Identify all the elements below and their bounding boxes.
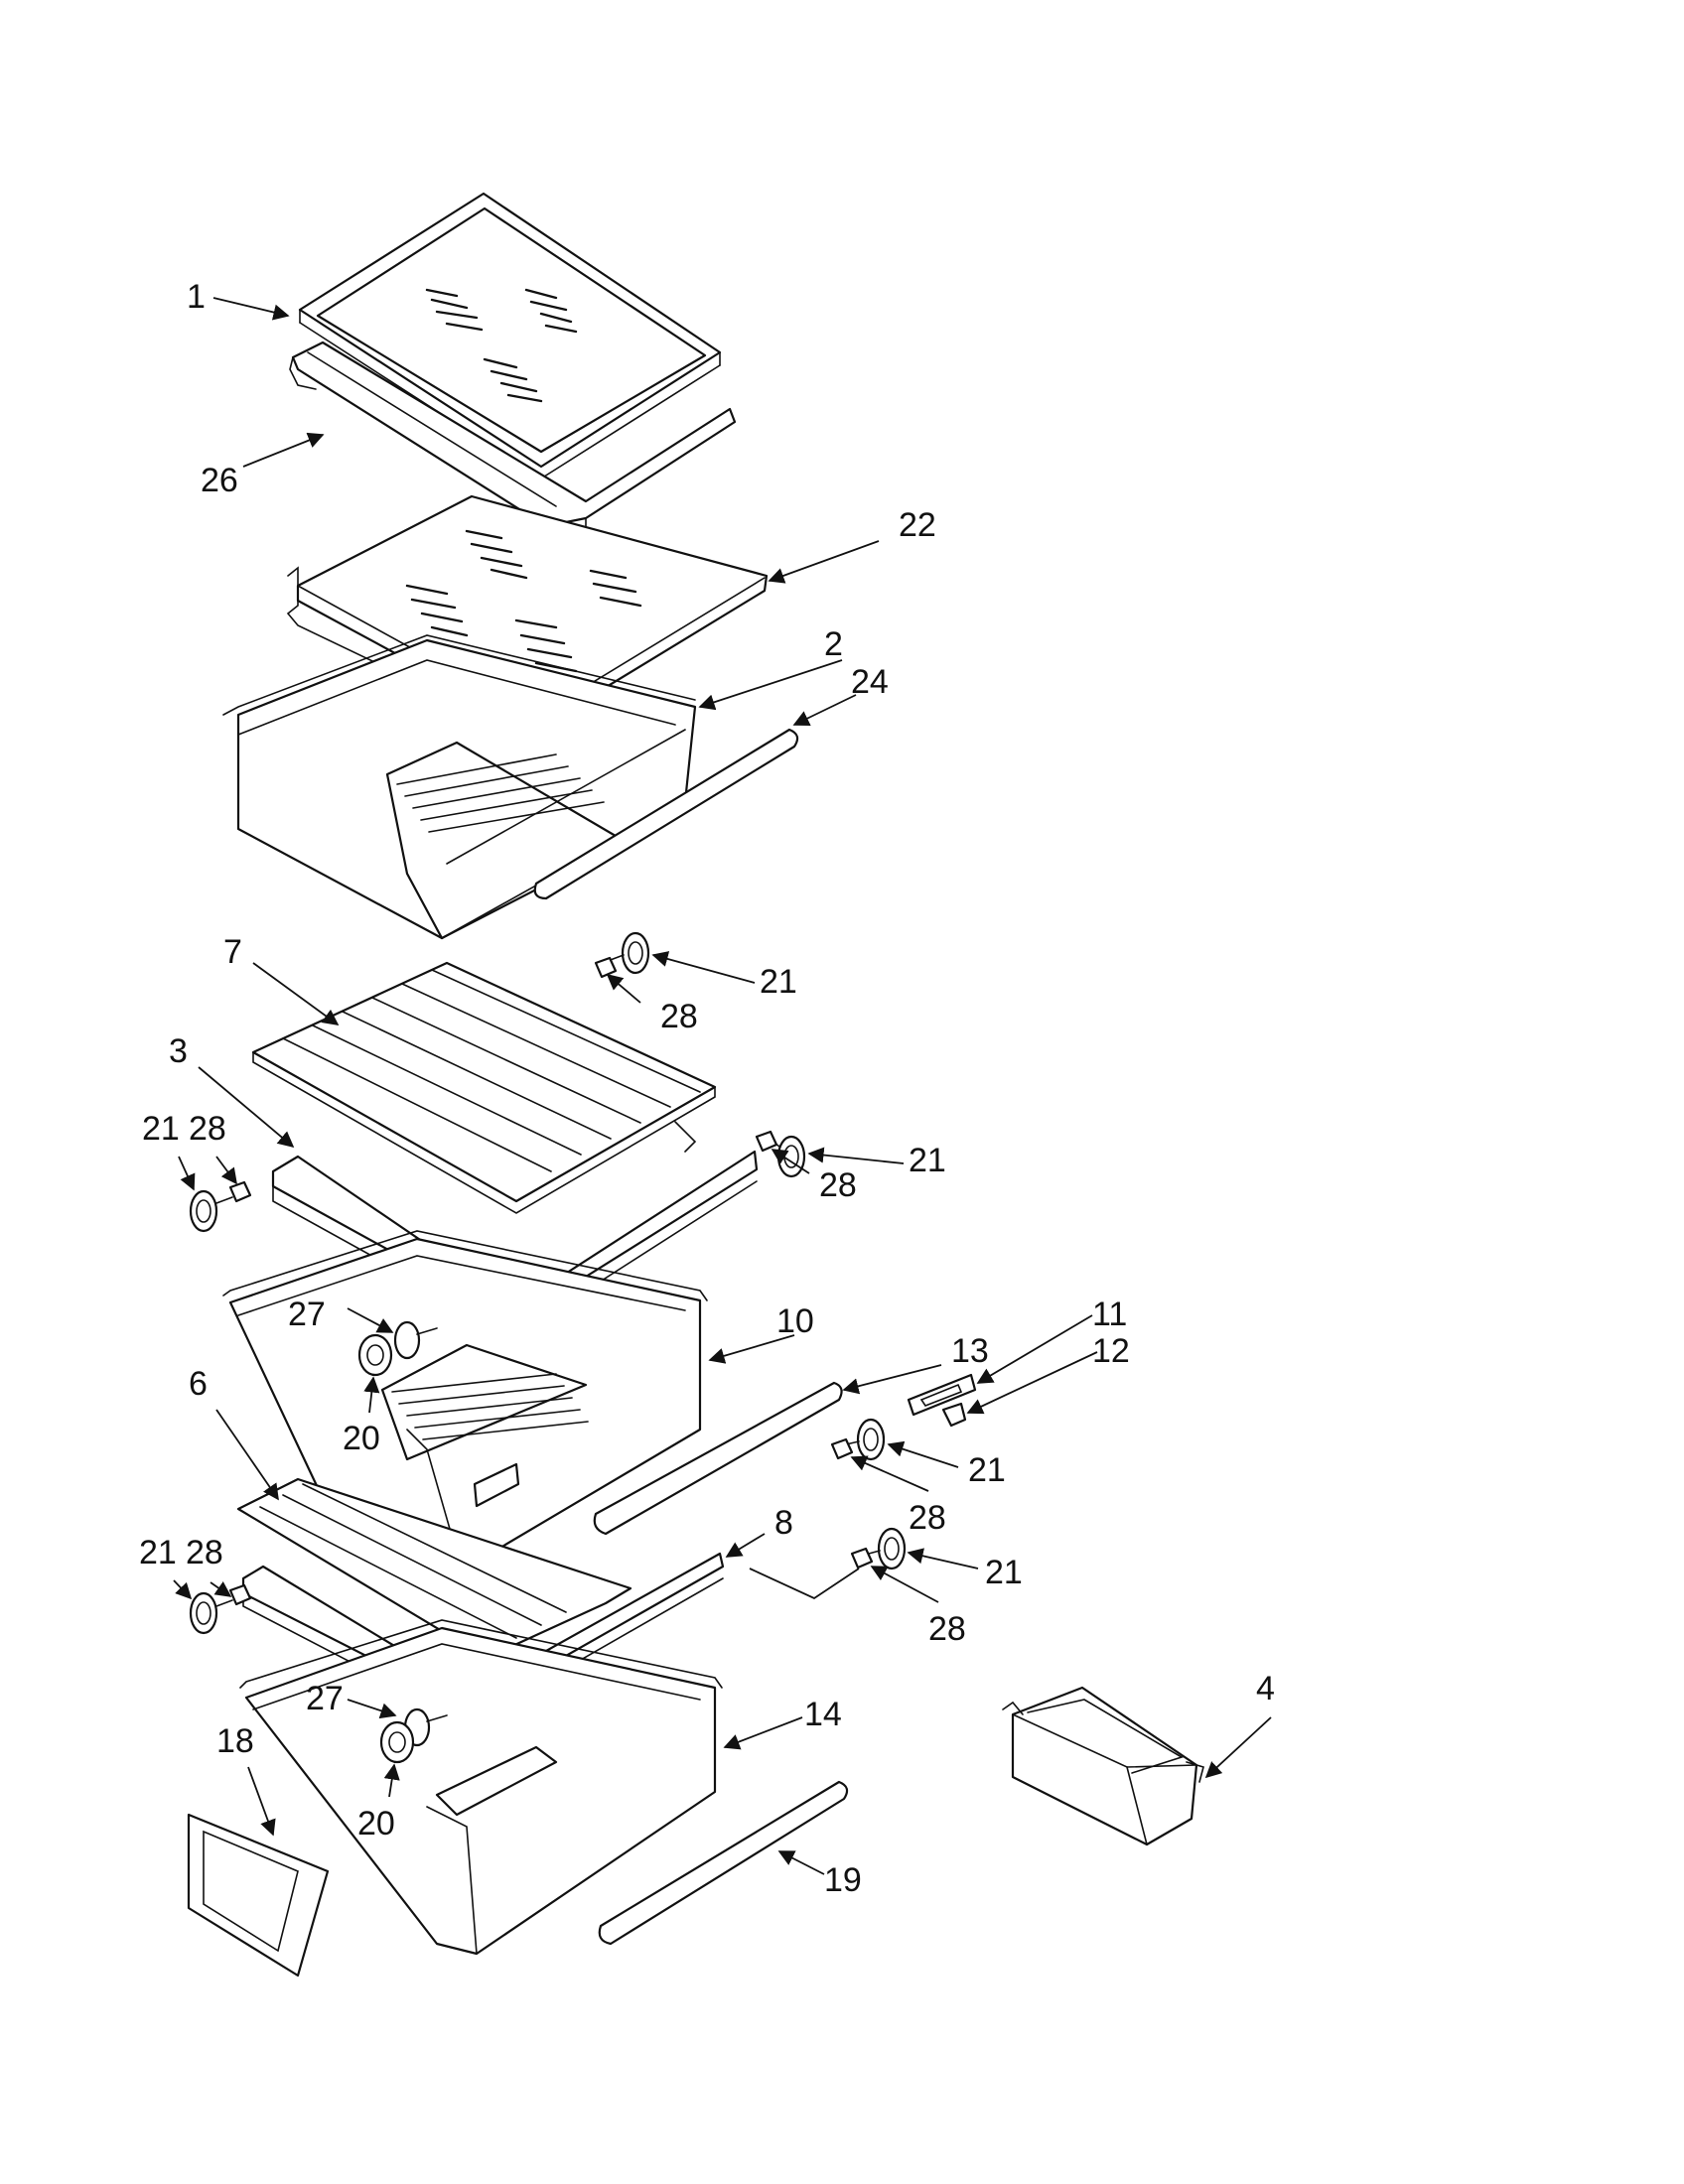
roller-21-right-lower [868, 1527, 907, 1570]
callout-13: 13 [951, 1332, 989, 1370]
callout-8: 8 [774, 1504, 793, 1542]
callout-21-left-upper: 21 [142, 1110, 180, 1148]
callout-1: 1 [187, 278, 206, 316]
part-12-clip [941, 1402, 967, 1428]
roller-21-left-lower [189, 1591, 233, 1635]
callout-18: 18 [216, 1722, 254, 1760]
callout-12: 12 [1092, 1332, 1130, 1370]
screw-28-right-upper [755, 1130, 778, 1153]
wheel-27-upper [393, 1320, 438, 1360]
callout-28-left-lower: 28 [186, 1534, 223, 1571]
screw-28-left-lower [228, 1583, 252, 1606]
callout-11: 11 [1092, 1296, 1127, 1333]
roller-21-right-mid [845, 1418, 886, 1461]
callout-4: 4 [1256, 1670, 1275, 1707]
part-19-rail [598, 1780, 849, 1946]
callout-14: 14 [804, 1696, 842, 1733]
callout-24: 24 [851, 663, 889, 701]
callout-10: 10 [776, 1302, 814, 1340]
roller-21-top [607, 931, 650, 975]
callout-26: 26 [201, 462, 238, 499]
part-2-crisper-drawer [222, 634, 697, 940]
callout-20-lower: 20 [357, 1805, 395, 1843]
part-14-crisper-drawer [239, 1619, 723, 1956]
callout-6: 6 [189, 1365, 208, 1403]
callout-28-right-mid: 28 [909, 1499, 946, 1537]
part-13-rail [593, 1381, 843, 1536]
part-1-glass-shelf [298, 192, 722, 479]
callout-28-top: 28 [660, 998, 698, 1035]
callout-3: 3 [169, 1032, 188, 1070]
part-4-bin [1002, 1686, 1204, 1846]
callout-28-right-lower: 28 [928, 1610, 966, 1648]
screw-28-left-upper [228, 1180, 252, 1203]
callout-7: 7 [223, 933, 242, 971]
callout-labels: 1 26 22 2 24 7 28 21 3 21 28 21 28 27 10… [139, 278, 1275, 1899]
callout-21-left-lower: 21 [139, 1534, 177, 1571]
callout-2: 2 [824, 625, 843, 663]
part-26-shelf-frame [289, 341, 737, 529]
wheel-20-lower [379, 1720, 415, 1764]
wheel-20-upper [357, 1333, 393, 1377]
callout-21-right-lower: 21 [985, 1554, 1023, 1591]
callout-28-right-upper: 28 [819, 1166, 857, 1204]
callout-21-right-upper: 21 [909, 1142, 946, 1179]
roller-21-left-upper [189, 1189, 233, 1233]
part-24-rail [533, 728, 799, 900]
callout-27-lower: 27 [306, 1680, 344, 1717]
part-18-badge-plate [187, 1813, 330, 1978]
screw-28-top [594, 956, 618, 979]
leader-lines [173, 297, 1272, 1875]
callout-21-right-mid: 21 [968, 1451, 1006, 1489]
screw-28-right-lower [850, 1547, 874, 1570]
screw-28-right-mid [830, 1437, 854, 1460]
callout-19: 19 [824, 1861, 862, 1899]
callout-20-upper: 20 [343, 1420, 380, 1457]
part-11-bracket [907, 1373, 977, 1417]
callout-22: 22 [899, 506, 936, 544]
callout-28-left-upper: 28 [189, 1110, 226, 1148]
callout-21-top: 21 [760, 963, 797, 1001]
callout-27-upper: 27 [288, 1296, 326, 1333]
part-7-ribbed-shelf [251, 961, 717, 1214]
